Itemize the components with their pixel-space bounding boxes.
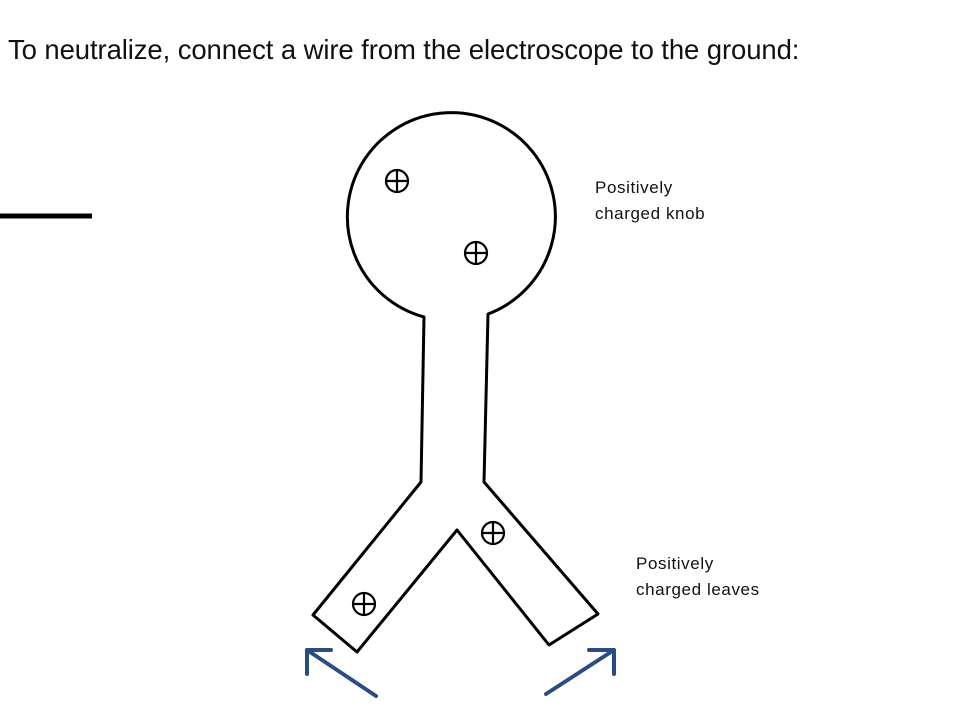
- slide-title: To neutralize, connect a wire from the e…: [8, 34, 800, 65]
- knob-label-line-2: charged knob: [595, 204, 706, 223]
- leaves-label-line-1: Positively: [636, 554, 714, 573]
- leaves-label: Positively charged leaves: [636, 551, 760, 603]
- charge-plus-icon: [463, 240, 489, 266]
- arrow-right-icon: [544, 648, 616, 696]
- arrow-left-icon: [305, 648, 378, 698]
- knob-label-line-1: Positively: [595, 178, 673, 197]
- electroscope-outline: [311, 111, 600, 654]
- leaves-label-line-2: charged leaves: [636, 580, 760, 599]
- charge-plus-icon: [351, 591, 377, 617]
- knob-label: Positively charged knob: [595, 175, 705, 227]
- charge-plus-icon: [480, 520, 506, 546]
- charge-plus-icon: [384, 168, 410, 194]
